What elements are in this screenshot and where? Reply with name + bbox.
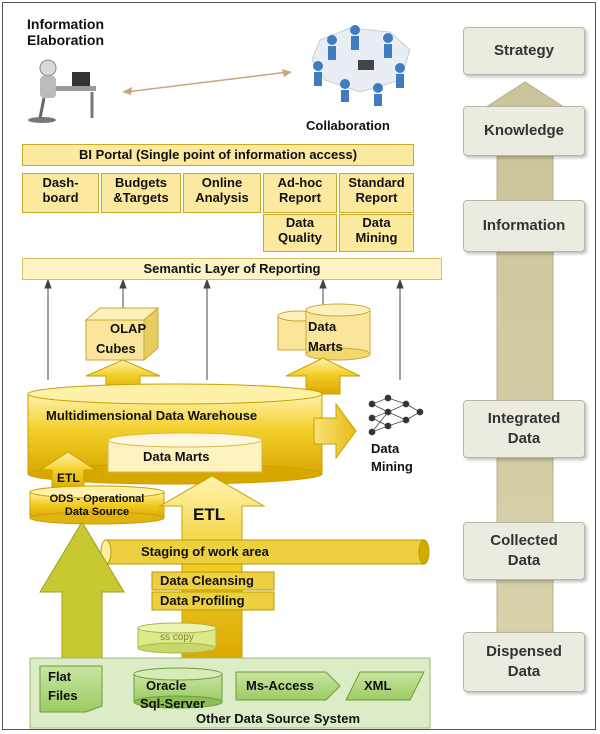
oracle-cylinder <box>133 667 223 709</box>
staging-cylinder <box>100 539 430 565</box>
collaboration-link-arrow <box>125 71 289 93</box>
right-progress-arrow <box>467 81 583 691</box>
olap-cubes-shape <box>84 306 160 362</box>
warehouse-to-mining-arrow <box>313 402 357 460</box>
etl-big-arrow <box>158 475 266 663</box>
flat-files-up-arrow <box>39 521 125 659</box>
step-information: Information <box>463 200 585 252</box>
warehouse-to-marts-arrow <box>285 357 361 395</box>
xml-shape <box>345 671 425 701</box>
semantic-layer-bar: Semantic Layer of Reporting <box>22 258 442 280</box>
portal-module-dashboard: Dash-board <box>22 173 99 213</box>
etl-small-label: ETL <box>57 471 80 485</box>
collaboration-network-icon <box>311 25 411 106</box>
person-at-desk-icon <box>28 59 96 123</box>
ss-copy-label: ss copy <box>160 632 194 643</box>
data-cleansing-label: Data Cleansing <box>160 573 254 588</box>
warehouse-title: Multidimensional Data Warehouse <box>46 408 258 423</box>
step-strategy: Strategy <box>463 27 585 75</box>
data-marts-cylinders <box>277 303 371 361</box>
other-source-label: Other Data Source System <box>196 711 361 726</box>
ms-access-shape <box>235 671 341 701</box>
data-cleansing-box <box>151 571 275 591</box>
oracle-label: Oracle <box>146 678 187 693</box>
warehouse-data-marts-label: Data Marts <box>143 449 210 464</box>
sql-server-label: Sql-Server <box>140 696 206 711</box>
data-profiling-label: Data Profiling <box>160 593 245 608</box>
xml-label: XML <box>364 678 392 693</box>
semantic-up-arrows <box>44 278 404 380</box>
ss-copy-cylinder <box>137 622 217 654</box>
flat-files-shape <box>39 665 103 713</box>
portal-module-budgets: Budgets&Targets <box>101 173 181 213</box>
neural-network-icon <box>368 394 424 436</box>
bi-portal-title: BI Portal (Single point of information a… <box>22 144 414 166</box>
warehouse-cylinder <box>27 383 323 485</box>
step-knowledge: Knowledge <box>463 106 585 156</box>
staging-label: Staging of work area <box>141 544 269 559</box>
ods-cylinder <box>29 485 165 525</box>
data-profiling-box <box>151 591 275 611</box>
collaboration-label: Collaboration <box>306 118 390 133</box>
ms-access-label: Ms-Access <box>246 678 314 693</box>
information-elaboration-label: Information Elaboration <box>27 16 105 49</box>
etl-big-label: ETL <box>193 505 226 524</box>
